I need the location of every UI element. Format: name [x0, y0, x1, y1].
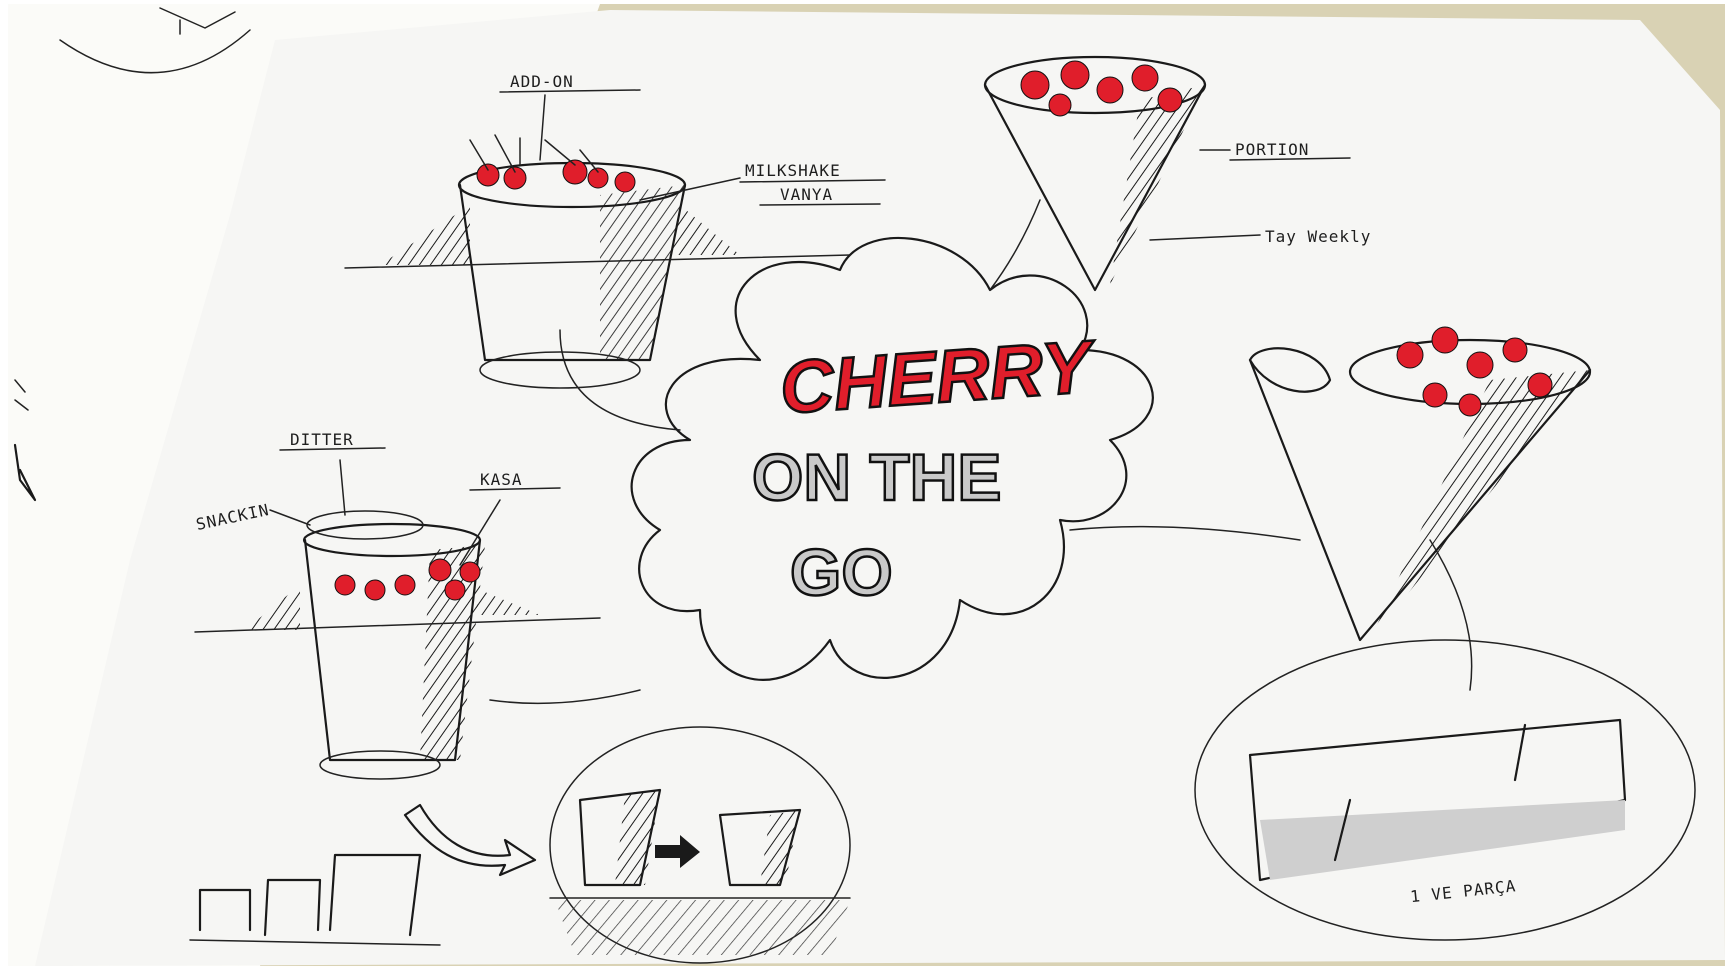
label-top-right-small: Tay Weekly [1265, 227, 1371, 246]
cherry [335, 575, 355, 595]
cherry [1097, 77, 1123, 103]
cherry [395, 575, 415, 595]
cherry [1061, 61, 1089, 89]
label-ditter: DITTER [290, 430, 354, 449]
cherry [1158, 88, 1182, 112]
cherry [1021, 71, 1049, 99]
cherry [477, 164, 499, 186]
cherry [1432, 327, 1458, 353]
cherry [1459, 394, 1481, 416]
cherry [460, 562, 480, 582]
cherry [504, 167, 526, 189]
cherry [365, 580, 385, 600]
cherry [563, 160, 587, 184]
cherry [1503, 338, 1527, 362]
cherry [615, 172, 635, 192]
cherry [1397, 342, 1423, 368]
cherry [445, 580, 465, 600]
cherry [1467, 352, 1493, 378]
label-add-on: ADD-ON [510, 72, 574, 91]
label-portion: PORTION [1235, 140, 1309, 159]
title-go: GO [790, 535, 893, 609]
cherry [429, 559, 451, 581]
cherry [1423, 383, 1447, 407]
magnify-ground-hatch [555, 900, 850, 955]
title-on-the: ON THE [752, 440, 1001, 514]
label-bottom-cup: KASA [480, 470, 523, 489]
cherry [1132, 65, 1158, 91]
cherry [1049, 94, 1071, 116]
label-milkshake: MILKSHAKE [745, 161, 841, 180]
label-vanya: VANYA [780, 185, 833, 204]
cherry [1528, 373, 1552, 397]
vanya-underline [760, 204, 880, 205]
